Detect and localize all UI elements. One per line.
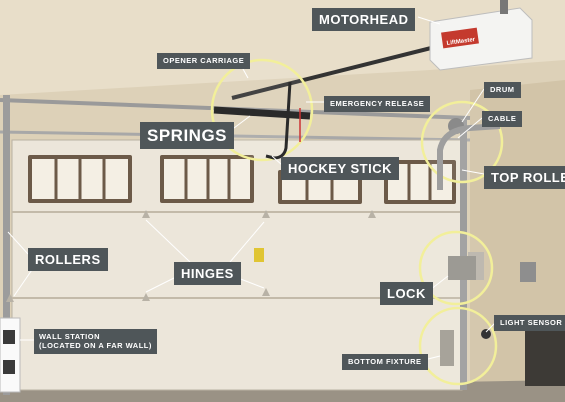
opener-carriage-label: OPENER CARRIAGE xyxy=(157,53,251,69)
hinges-leader-3 xyxy=(145,277,175,293)
hinges-label: HINGES xyxy=(174,262,241,285)
hinges-leader-4 xyxy=(237,277,265,289)
cable-leader xyxy=(457,117,483,139)
warning-sticker xyxy=(254,248,264,262)
hockey-stick-label: HOCKEY STICK xyxy=(281,157,399,180)
lock-mechanism xyxy=(448,256,476,280)
hinges xyxy=(6,210,376,302)
top-roller-label: TOP ROLLER xyxy=(484,166,565,189)
hockey-stick-leader xyxy=(271,155,283,166)
light-sensor xyxy=(481,329,491,339)
motorhead-unit: LiftMaster xyxy=(429,0,533,71)
rollers-label: ROLLERS xyxy=(28,248,108,271)
lock-leader xyxy=(429,275,449,291)
right-vertical-track xyxy=(460,120,467,390)
lock-label: LOCK xyxy=(380,282,433,305)
light-sensor-label: LIGHT SENSOR xyxy=(494,315,565,331)
opener-brand: LiftMaster xyxy=(446,37,476,47)
hinges-leader-1 xyxy=(145,219,191,263)
wall-station-label-line1: WALL STATION xyxy=(39,332,100,341)
cable-label: CABLE xyxy=(482,111,523,127)
opener-rail xyxy=(231,40,456,100)
bottom-bracket xyxy=(440,330,454,366)
wall-station xyxy=(0,317,21,393)
wall-fixture xyxy=(520,262,536,282)
drum-leader xyxy=(461,88,485,123)
door-windows xyxy=(28,155,456,204)
wall-station-label-line2: (LOCATED ON A FAR WALL) xyxy=(39,341,152,351)
springs-label: SPRINGS xyxy=(140,122,235,149)
bottom-fixture-label: BOTTOM FIXTURE xyxy=(342,354,428,370)
emergency-release-label: EMERGENCY RELEASE xyxy=(324,96,431,112)
rollers-leader-top xyxy=(7,231,29,255)
top-roller-leader xyxy=(461,169,485,175)
left-vertical-track xyxy=(3,95,10,395)
hinges-leader-2 xyxy=(229,221,265,263)
bottom-fixture-callout-ring xyxy=(418,306,498,386)
wall-station-label: WALL STATION (LOCATED ON A FAR WALL) xyxy=(34,329,157,354)
drum-label: DRUM xyxy=(484,82,521,98)
spring-shaft xyxy=(0,130,471,142)
motorhead-leader xyxy=(417,16,441,25)
motorhead-label: MOTORHEAD xyxy=(312,8,416,31)
ceiling xyxy=(0,0,565,95)
torsion-spring xyxy=(213,106,311,120)
